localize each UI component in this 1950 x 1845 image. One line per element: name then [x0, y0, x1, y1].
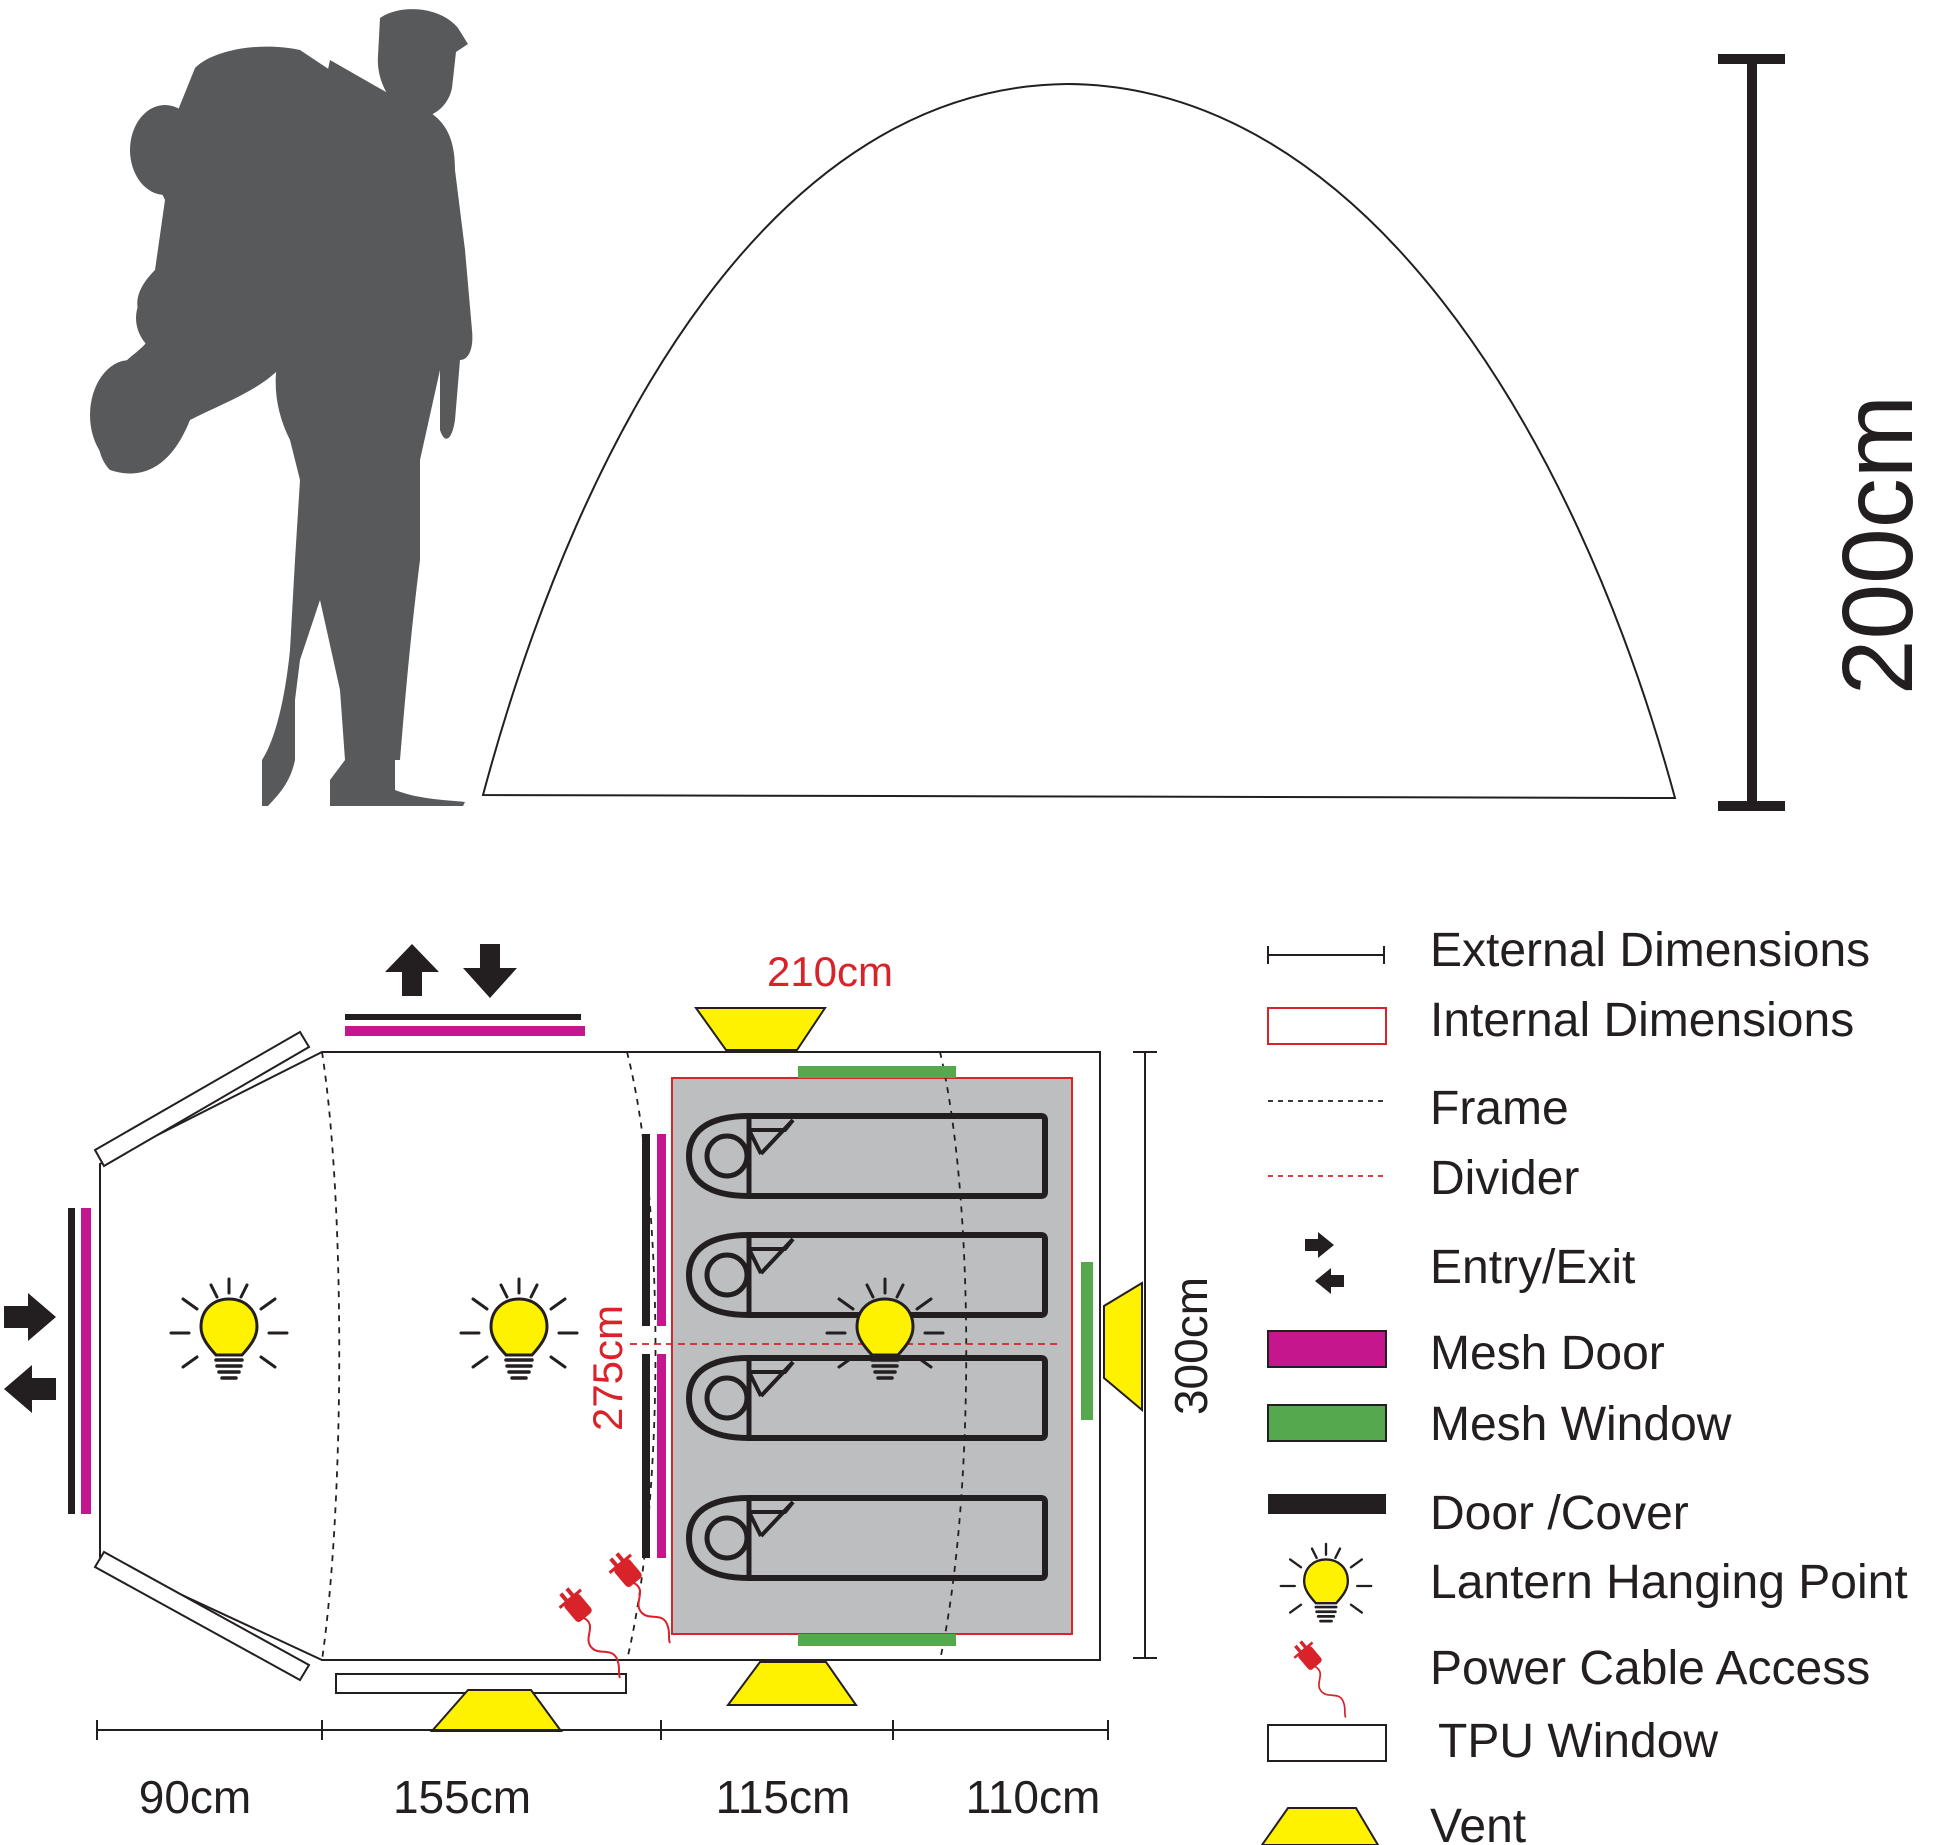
legend-label-mesh-window: Mesh Window [1430, 1398, 1732, 1451]
legend-label-door-cover: Door /Cover [1430, 1487, 1689, 1540]
hiker-silhouette-icon [90, 9, 473, 806]
legend-label-frame: Frame [1430, 1082, 1569, 1135]
lightbulb-icon [1279, 1542, 1373, 1623]
height-dimension [1718, 54, 1785, 811]
entry-exit-arrows-icon [1305, 1232, 1344, 1294]
legend-label-divider: Divider [1430, 1152, 1579, 1205]
legend-mesh-door-swatch [1267, 1330, 1387, 1368]
legend: External Dimensions Internal Dimensions … [1260, 924, 1908, 1845]
segment-label-3: 115cm [716, 1771, 851, 1823]
divider-length-label: 275cm [584, 1305, 631, 1431]
vents [429, 1007, 1143, 1732]
legend-label-internal: Internal Dimensions [1430, 994, 1854, 1047]
segment-label-2: 155cm [393, 1771, 531, 1823]
tpu-windows [93, 1030, 627, 1694]
legend-label-external: External Dimensions [1430, 924, 1870, 977]
legend-label-lantern: Lantern Hanging Point [1430, 1556, 1908, 1609]
legend-external-swatch [1267, 946, 1385, 964]
mesh-windows [798, 1066, 1093, 1646]
power-plug-icon [1287, 1634, 1347, 1719]
height-label: 200cm [1822, 395, 1934, 695]
entry-exit-arrows-icon [4, 1293, 56, 1413]
legend-label-entry: Entry/Exit [1430, 1241, 1635, 1294]
tent-dome-profile [481, 82, 1677, 800]
frame-poles [321, 1051, 968, 1661]
legend-door-cover-swatch [1268, 1494, 1386, 1514]
legend-internal-swatch [1267, 1007, 1387, 1045]
segment-label-1: 90cm [139, 1771, 251, 1823]
depth-label: 300cm [1165, 1277, 1217, 1415]
external-dimension-line [96, 1720, 1109, 1740]
depth-dimension-line [1133, 1051, 1157, 1659]
legend-mesh-window-swatch [1267, 1404, 1387, 1442]
legend-vent-swatch [1260, 1807, 1380, 1845]
legend-label-vent: Vent [1430, 1800, 1526, 1845]
width-label: 210cm [767, 948, 893, 995]
legend-label-mesh-door: Mesh Door [1430, 1327, 1665, 1380]
doors [68, 1014, 666, 1558]
legend-tpu-swatch [1267, 1724, 1387, 1762]
segment-label-4: 110cm [966, 1771, 1101, 1823]
legend-label-power: Power Cable Access [1430, 1642, 1870, 1695]
legend-label-tpu: TPU Window [1438, 1715, 1718, 1768]
entry-exit-arrows-icon [385, 944, 517, 998]
